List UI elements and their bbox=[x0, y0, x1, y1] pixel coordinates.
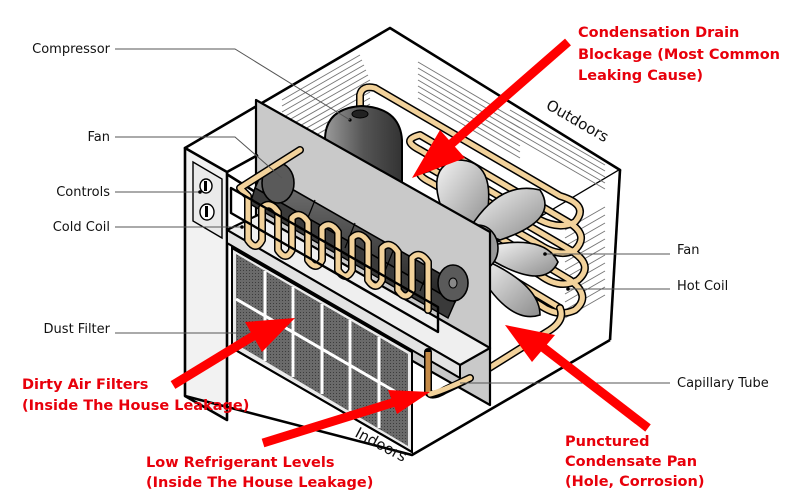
callout-line: Leaking Cause) bbox=[578, 68, 703, 84]
control-panel bbox=[192, 160, 223, 240]
label-cold-coil: Cold Coil bbox=[53, 220, 110, 235]
fan-blade bbox=[477, 258, 541, 318]
arrow-low-refrigerant bbox=[261, 390, 430, 448]
label-dust-filter: Dust Filter bbox=[44, 322, 111, 337]
control-knob-top bbox=[199, 178, 213, 194]
callout-dirty-air-filters: Dirty Air Filters (Inside The House Leak… bbox=[22, 377, 249, 414]
indoor-face bbox=[183, 146, 622, 457]
callout-line: Blockage (Most Common bbox=[578, 47, 780, 63]
callout-arrows bbox=[170, 38, 651, 448]
callout-line: (Inside The House Leakage) bbox=[22, 398, 249, 414]
callout-line: Condensation Drain bbox=[578, 25, 739, 41]
leader-lines bbox=[115, 48, 670, 384]
cold-coil bbox=[229, 146, 440, 334]
callout-line: Low Refrigerant Levels bbox=[146, 455, 335, 471]
fan-blade bbox=[468, 187, 546, 241]
callout-condensation-drain: Condensation Drain Blockage (Most Common… bbox=[578, 25, 780, 84]
label-compressor: Compressor bbox=[32, 42, 111, 57]
callout-line: Punctured bbox=[565, 434, 650, 450]
callout-line: Condensate Pan bbox=[565, 454, 697, 470]
cabinet-bottom-edge bbox=[184, 338, 611, 457]
label-controls: Controls bbox=[56, 185, 110, 200]
arrow-dirty-filter bbox=[170, 318, 295, 389]
callout-punctured-pan: Punctured Condensate Pan (Hole, Corrosio… bbox=[565, 434, 704, 490]
label-capillary-tube: Capillary Tube bbox=[677, 376, 769, 391]
callout-low-refrigerant: Low Refrigerant Levels (Inside The House… bbox=[146, 455, 373, 491]
label-fan-right: Fan bbox=[677, 243, 700, 258]
callout-line: Dirty Air Filters bbox=[22, 377, 148, 393]
fan-blade bbox=[491, 241, 559, 277]
control-knob-bottom bbox=[199, 203, 215, 221]
callout-line: (Hole, Corrosion) bbox=[565, 474, 704, 490]
cabinet-front-edge bbox=[226, 153, 259, 174]
arrow-condensation-drain bbox=[412, 38, 571, 178]
cabinet-right-edge bbox=[608, 169, 622, 341]
callout-line: (Inside The House Leakage) bbox=[146, 475, 373, 491]
leader-fan-left bbox=[115, 136, 283, 179]
label-fan-left: Fan bbox=[88, 130, 111, 145]
component-labels: Compressor Fan Controls Cold Coil Dust F… bbox=[32, 42, 769, 391]
top-vents-right bbox=[417, 61, 606, 190]
dust-filter bbox=[231, 246, 413, 454]
arrow-punctured-pan bbox=[505, 325, 651, 432]
coil-shelf-front bbox=[226, 228, 461, 380]
leader-compressor bbox=[115, 48, 351, 121]
label-hot-coil: Hot Coil bbox=[677, 279, 728, 294]
